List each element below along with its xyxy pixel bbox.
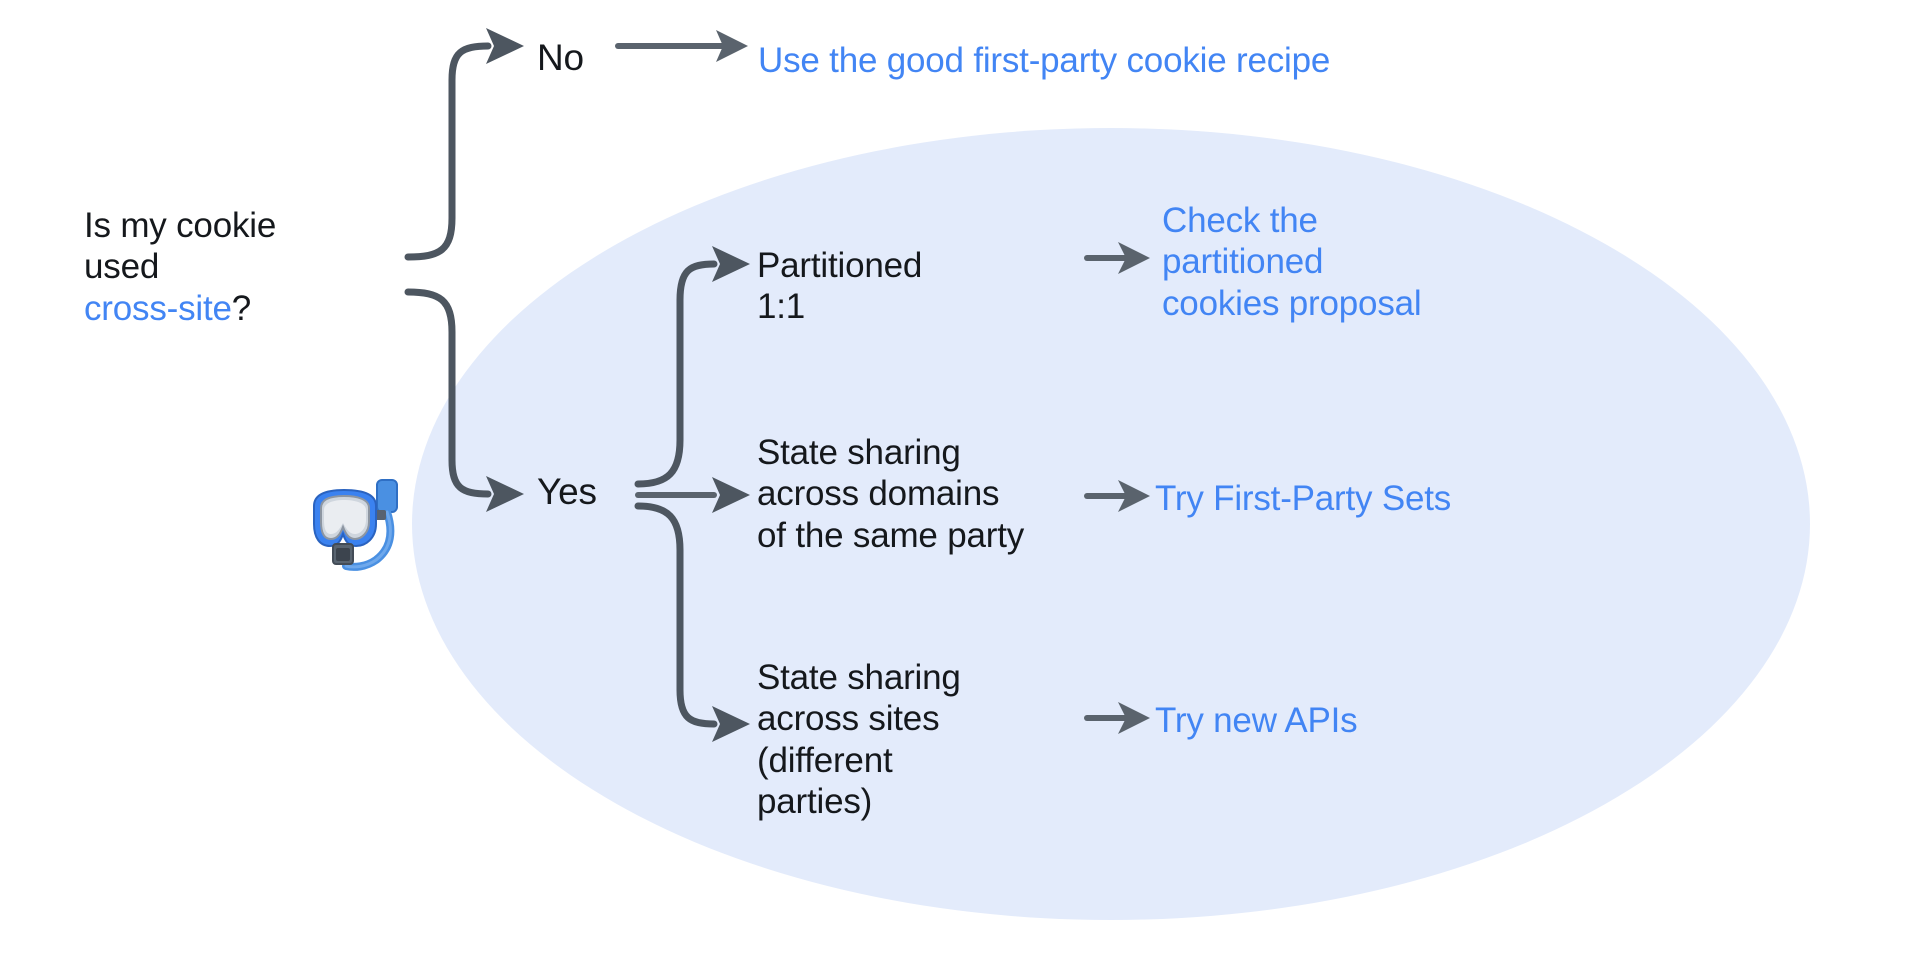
outcome-link-first-party-cookie-recipe[interactable]: Use the good first-party cookie recipe <box>758 41 1331 80</box>
condition-state-sharing-across-domains: State sharing across domains of the same… <box>757 433 1025 555</box>
condition-state-sharing-across-sites: State sharing across sites (different pa… <box>757 658 961 821</box>
root-question-highlight[interactable]: cross-site <box>84 288 232 328</box>
branch-label-no: No <box>537 37 584 78</box>
root-question-line3: ? <box>231 288 252 328</box>
cross-site-scope-ellipse <box>412 128 1810 920</box>
branch-label-yes: Yes <box>537 471 597 512</box>
outcome-link-partitioned-cookies-proposal[interactable]: Check the partitioned cookies proposal <box>1162 201 1422 323</box>
outcome-link-first-party-sets[interactable]: Try First-Party Sets <box>1155 479 1452 518</box>
outcome-link-new-apis[interactable]: Try new APIs <box>1155 701 1358 740</box>
root-question-line1: Is my cookie <box>84 206 277 245</box>
diving-mask-snorkel-icon <box>313 479 398 571</box>
root-question-line2: used <box>84 247 160 287</box>
condition-partitioned-1-1: Partitioned 1:1 <box>757 246 923 327</box>
